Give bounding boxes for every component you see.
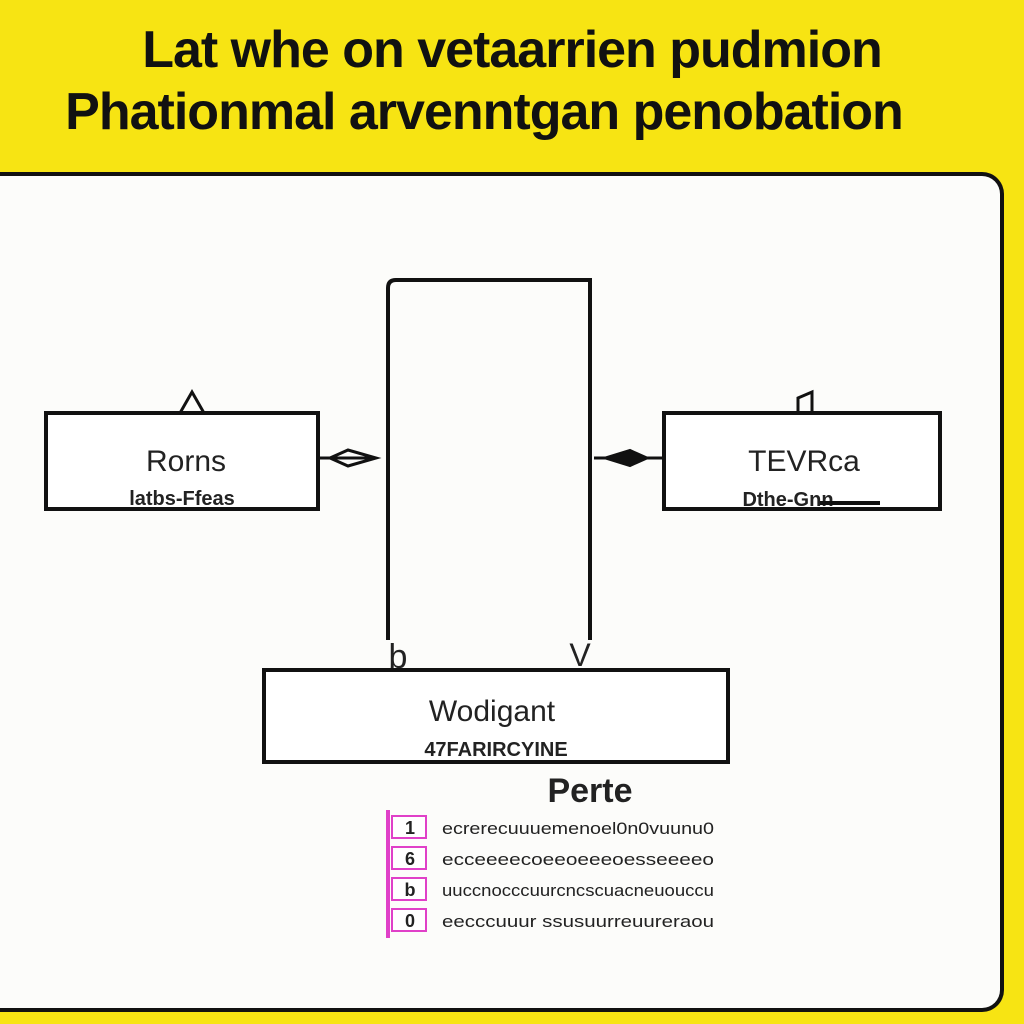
legend: Perte 1 ecrerecuuuemenoel0n0vuunu0 6 ecceee… xyxy=(386,772,714,938)
node-left-subtitle: latbs-Ffeas xyxy=(129,488,235,510)
legend-item-marker: 0 xyxy=(405,911,415,931)
node-bottom-box xyxy=(262,668,730,764)
right-connector-diamond-icon xyxy=(600,448,651,468)
node-left[interactable]: Rorns latbs-Ffeas xyxy=(44,388,320,511)
legend-item: 1 ecrerecuuuemenoel0n0vuunu0 xyxy=(391,815,714,839)
legend-item-text: eecccuuur ssusuurreuureraou xyxy=(442,912,714,931)
legend-item: b uuccnocccuurcncscuacneuouccu xyxy=(391,877,714,901)
node-bottom[interactable]: Wodigant 47FARIRCYINE xyxy=(262,668,730,764)
title-line-1: Lat whe on vetaarrien pudmion xyxy=(142,21,883,79)
legend-item-marker: b xyxy=(405,880,416,900)
legend-item-text: ecceeeecoeeoeeeoesseeeeo xyxy=(442,850,714,869)
center-loop-connector xyxy=(386,278,592,640)
left-connector-diamond-icon xyxy=(326,448,382,468)
legend-item-marker: 1 xyxy=(405,818,415,838)
node-right-tab xyxy=(796,389,814,413)
node-right-title: TEVRca xyxy=(748,445,860,478)
legend-item-text: ecrerecuuuemenoel0n0vuunu0 xyxy=(442,819,714,838)
connector-label-right: V xyxy=(569,637,591,673)
node-right-box xyxy=(662,411,942,511)
node-left-tab xyxy=(178,388,206,414)
node-right[interactable]: TEVRca Dthe-Gnn xyxy=(662,389,942,511)
legend-item-marker-box xyxy=(391,815,427,839)
left-connector xyxy=(318,448,382,468)
legend-item-marker: 6 xyxy=(405,849,415,869)
diagram-panel xyxy=(0,172,1004,1012)
node-bottom-title: Wodigant xyxy=(429,695,556,728)
node-bottom-subtitle: 47FARIRCYINE xyxy=(424,739,567,761)
legend-item-marker-box xyxy=(391,877,427,901)
legend-title: Perte xyxy=(547,772,632,810)
legend-item: 6 ecceeeecoeeoeeeoesseeeeo xyxy=(391,846,714,870)
title-line-2: Phationmal arvenntgan penobation xyxy=(65,83,904,141)
legend-item-text: uuccnocccuurcncscuacneuouccu xyxy=(442,881,714,900)
header: Lat whe on vetaarrien pudmion Phationmal… xyxy=(0,0,1024,168)
node-right-subtitle: Dthe-Gnn xyxy=(742,489,833,511)
right-connector xyxy=(594,448,664,468)
node-left-title: Rorns xyxy=(146,445,226,478)
node-left-box xyxy=(44,411,320,511)
legend-item: 0 eecccuuur ssusuurreuureraou xyxy=(391,908,714,932)
legend-item-marker-box xyxy=(391,908,427,932)
connector-label-left: b xyxy=(389,638,408,676)
legend-item-marker-box xyxy=(391,846,427,870)
